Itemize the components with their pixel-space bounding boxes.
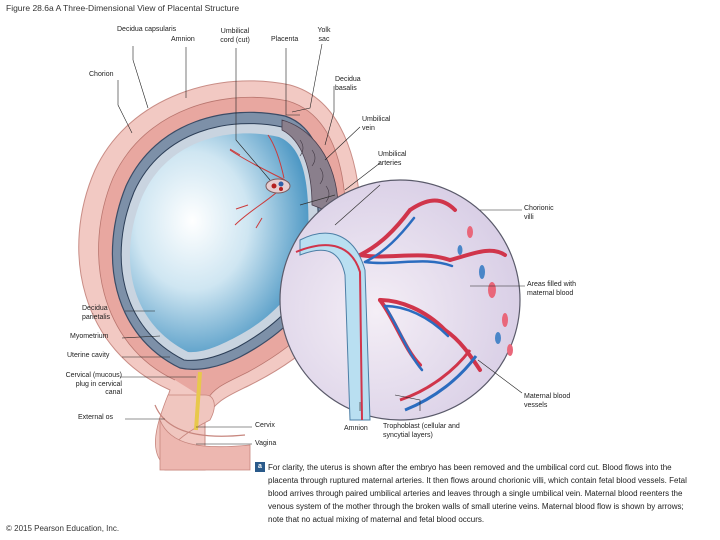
leader-lines [117, 43, 525, 445]
copyright: © 2015 Pearson Education, Inc. [6, 524, 120, 533]
label-decidua-capsularis: Decidua capsularis [117, 26, 177, 33]
figure-title: Figure 28.6a A Three-Dimensional View of… [6, 3, 240, 13]
label-amnion-top: Amnion [171, 36, 195, 43]
external-os-shape [154, 404, 246, 437]
cervical-plug [194, 371, 202, 431]
label-maternal-blood-areas: Areas filled with maternal blood [527, 281, 577, 297]
label-uterine-cavity: Uterine cavity [67, 352, 110, 359]
amniotic-cavity [129, 133, 309, 353]
inset-connector [299, 184, 381, 226]
label-external-os: External os [78, 414, 114, 421]
label-vagina: Vagina [255, 440, 277, 447]
label-yolk-sac: Yolk sac [317, 27, 331, 43]
label-decidua-basalis: Decidua basalis [335, 76, 361, 92]
label-trophoblast: Trophoblast (cellular and syncytial laye… [383, 423, 460, 439]
placenta-villi-texture [299, 139, 330, 203]
label-placenta: Placenta [271, 36, 299, 43]
figure-caption: For clarity, the uterus is shown after t… [268, 463, 687, 524]
label-umbilical-vein: Umbilical vein [362, 116, 391, 132]
label-decidua-parietalis: Decidua parietalis [82, 305, 111, 321]
label-umbilical-cord: Umbilical cord (cut) [220, 28, 250, 44]
label-chorionic-villi: Chorionic villi [524, 205, 554, 221]
umbilical-cord-stump [265, 178, 291, 194]
label-myometrium: Myometrium [70, 333, 109, 340]
label-amnion-bottom: Amnion [344, 425, 368, 432]
vagina-shape [159, 419, 251, 471]
label-chorion: Chorion [89, 71, 114, 78]
label-maternal-vessels: Maternal blood vessels [524, 393, 571, 409]
label-umbilical-arteries: Umbilical arteries [378, 151, 407, 167]
part-badge: a [255, 462, 265, 472]
label-cervical-plug: Cervical (mucous) plug in cervical canal [65, 372, 122, 396]
label-cervix: Cervix [255, 422, 275, 429]
magnified-inset [279, 179, 521, 421]
